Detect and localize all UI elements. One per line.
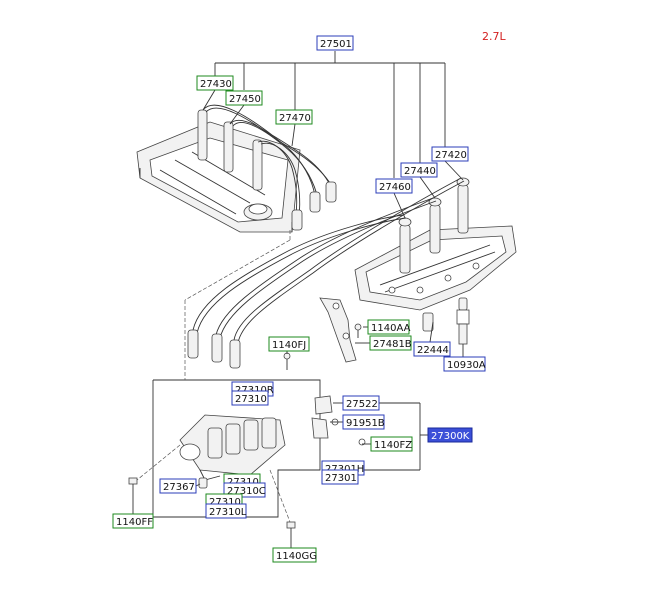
leader-lines xyxy=(132,51,464,548)
bolt-1140FF xyxy=(128,477,138,498)
callout-text: 22444 xyxy=(417,345,449,356)
ignition-coil-pack xyxy=(179,414,286,481)
long-ignition-leads xyxy=(187,177,465,369)
callout-text: 1140AA xyxy=(371,323,411,334)
callout-text: 27310 xyxy=(235,394,267,405)
callout-text: 27420 xyxy=(435,150,467,161)
variant-label: 2.7L xyxy=(482,30,506,43)
callout-1140FF[interactable]: 1140FF xyxy=(112,513,154,529)
callout-27310L[interactable]: 27310L xyxy=(205,503,247,519)
callout-22444[interactable]: 22444 xyxy=(413,341,451,357)
callout-text: 1140GG xyxy=(276,551,317,562)
callout-27460[interactable]: 27460 xyxy=(375,178,413,194)
clip-22444 xyxy=(422,312,434,332)
callout-1140AA[interactable]: 1140AA xyxy=(367,319,411,335)
callout-27522[interactable]: 27522 xyxy=(342,395,380,411)
callout-text: 27460 xyxy=(379,182,411,193)
right-head-cover xyxy=(354,177,517,311)
sensor-27367 xyxy=(198,477,208,489)
callout-27440[interactable]: 27440 xyxy=(400,162,438,178)
callout-text: 27522 xyxy=(346,399,378,410)
callout-27310-top[interactable]: 27310 xyxy=(231,390,269,406)
callout-27501[interactable]: 27501 xyxy=(316,35,354,51)
callout-91951B[interactable]: 91951B xyxy=(342,414,385,430)
callout-text: 27310 xyxy=(209,497,241,508)
callout-text: 27430 xyxy=(200,79,232,90)
bolt-1140GG xyxy=(286,521,296,542)
callout-27470[interactable]: 27470 xyxy=(275,109,313,125)
callout-27450[interactable]: 27450 xyxy=(225,90,263,106)
callout-text: 91951B xyxy=(346,418,385,429)
coil-bracket-parts xyxy=(283,352,366,446)
callout-text: 27501 xyxy=(320,39,352,50)
callout-text: 1140FF xyxy=(116,517,153,528)
bolt-1140AA xyxy=(354,323,362,338)
callout-1140FJ[interactable]: 1140FJ xyxy=(268,336,310,352)
callout-text: 27481B xyxy=(373,339,412,350)
left-ignition-leads xyxy=(197,104,337,231)
callout-1140FZ[interactable]: 1140FZ xyxy=(370,436,413,452)
callout-text: 27470 xyxy=(279,113,311,124)
callout-text: 27300K xyxy=(431,431,470,442)
callout-text: 1140FJ xyxy=(272,340,306,351)
callout-text: 27450 xyxy=(229,94,261,105)
callout-text: 27301 xyxy=(325,473,357,484)
spark-plug xyxy=(456,297,470,352)
callout-27420[interactable]: 27420 xyxy=(431,146,469,162)
callout-text: 27310L xyxy=(209,507,247,518)
callout-27481B[interactable]: 27481B xyxy=(369,335,412,351)
bracket-27481B xyxy=(319,297,357,363)
callout-27367[interactable]: 27367 xyxy=(159,478,197,494)
callout-text: 1140FZ xyxy=(374,440,412,451)
callout-27430[interactable]: 27430 xyxy=(196,75,234,91)
callout-1140GG[interactable]: 1140GG xyxy=(272,547,317,563)
callout-10930A[interactable]: 10930A xyxy=(443,356,486,372)
callout-text: 27310C xyxy=(227,486,266,497)
callout-text: 27367 xyxy=(163,482,195,493)
callout-27301[interactable]: 27301 xyxy=(321,469,359,485)
dashed-guides xyxy=(136,230,291,523)
callout-text: 27440 xyxy=(404,166,436,177)
callout-text: 10930A xyxy=(447,360,486,371)
callout-27300K-selected[interactable]: 27300K xyxy=(427,427,473,443)
